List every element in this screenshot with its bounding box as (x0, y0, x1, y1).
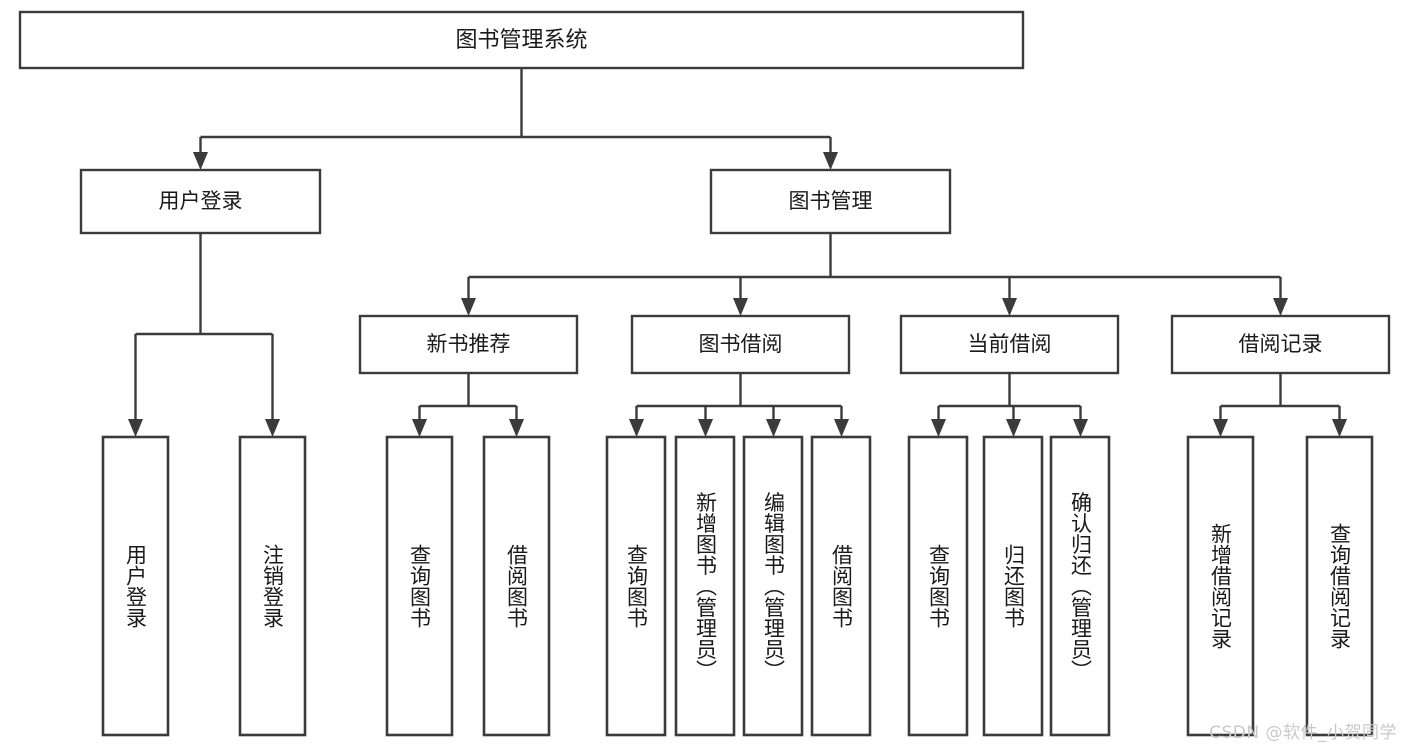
node-book-borrow-label: 图书借阅 (699, 332, 783, 356)
arrow-to-leaf-query-book-1-icon (412, 419, 427, 437)
leaf-add-record-box[interactable] (1186, 435, 1255, 737)
leaf-node-confirm-return[interactable]: 确认归还（管理员） (1049, 435, 1111, 737)
arrow-to-leaf-query-book-3-icon (931, 419, 946, 437)
leaf-query-book-1-label: 查询图书 (408, 544, 432, 628)
arrow-to-leaf-return-book-icon (1006, 419, 1021, 437)
leaf-user-login-label: 用户登录 (124, 544, 148, 628)
leaf-return-book-box[interactable] (982, 435, 1044, 737)
leaf-query-book-3-box[interactable] (907, 435, 969, 737)
leaf-node-borrow-book-2[interactable]: 借阅图书 (810, 435, 872, 737)
node-root-box[interactable] (18, 10, 1025, 70)
leaf-query-book-3-label: 查询图书 (927, 544, 951, 628)
node-book-manage-box[interactable] (709, 168, 952, 235)
arrow-root-to-user-login-icon (193, 152, 208, 170)
leaf-node-query-book-3[interactable]: 查询图书 (907, 435, 969, 737)
node-current-borrow-label: 当前借阅 (968, 332, 1052, 356)
leaf-user-logout-box[interactable] (238, 435, 307, 737)
leaf-borrow-book-2-box[interactable] (810, 435, 872, 737)
leaf-add-record-label: 新增借阅记录 (1209, 523, 1233, 649)
node-user-login[interactable]: 用户登录 (79, 168, 322, 235)
node-root-label: 图书管理系统 (455, 28, 587, 53)
leaf-query-book-2-label: 查询图书 (625, 544, 649, 628)
arrow-to-leaf-query-record-icon (1332, 419, 1347, 437)
node-user-login-label: 用户登录 (159, 189, 243, 213)
arrow-to-current-borrow-icon (1002, 298, 1017, 316)
arrow-to-leaf-confirm-return-icon (1073, 419, 1088, 437)
arrow-to-leaf-user-logout-icon (265, 419, 280, 437)
leaf-return-book-label: 归还图书 (1002, 544, 1026, 628)
leaf-edit-book-box[interactable] (742, 435, 804, 737)
leaf-node-edit-book[interactable]: 编辑图书（管理员） (742, 435, 804, 737)
node-book-borrow-box[interactable] (630, 314, 851, 375)
node-new-book-recommend[interactable]: 新书推荐 (358, 314, 579, 375)
leaf-edit-book-label: 编辑图书（管理员） (762, 492, 786, 681)
node-book-manage[interactable]: 图书管理 (709, 168, 952, 235)
leaf-user-login-box[interactable] (101, 435, 170, 737)
leaf-borrow-book-1-box[interactable] (482, 435, 551, 737)
arrow-to-leaf-add-book-icon (698, 419, 713, 437)
node-new-book-recommend-label: 新书推荐 (427, 332, 511, 356)
arrow-to-new-book-recommend-icon (461, 298, 476, 316)
node-user-login-box[interactable] (79, 168, 322, 235)
node-new-book-recommend-box[interactable] (358, 314, 579, 375)
leaf-query-book-1-box[interactable] (385, 435, 454, 737)
node-borrow-record[interactable]: 借阅记录 (1170, 314, 1391, 375)
leaf-node-query-book-1[interactable]: 查询图书 (385, 435, 454, 737)
arrow-to-leaf-borrow-book-1-icon (509, 419, 524, 437)
leaf-confirm-return-box[interactable] (1049, 435, 1111, 737)
arrow-to-leaf-user-login-icon (128, 419, 143, 437)
leaf-query-book-2-box[interactable] (605, 435, 667, 737)
arrow-to-leaf-borrow-book-2-icon (834, 419, 849, 437)
leaf-query-record-box[interactable] (1305, 435, 1374, 737)
leaf-node-user-logout[interactable]: 注销登录 (238, 435, 307, 737)
leaf-add-book-label: 新增图书（管理员） (694, 492, 718, 681)
leaf-node-return-book[interactable]: 归还图书 (982, 435, 1044, 737)
node-borrow-record-box[interactable] (1170, 314, 1391, 375)
arrow-to-book-borrow-icon (733, 298, 748, 316)
leaf-borrow-book-2-label: 借阅图书 (830, 544, 854, 628)
arrow-to-borrow-record-icon (1273, 298, 1288, 316)
node-book-manage-label: 图书管理 (789, 189, 873, 213)
leaf-node-add-record[interactable]: 新增借阅记录 (1186, 435, 1255, 737)
leaf-node-borrow-book-1[interactable]: 借阅图书 (482, 435, 551, 737)
arrow-to-leaf-query-book-2-icon (629, 419, 644, 437)
node-current-borrow-box[interactable] (899, 314, 1120, 375)
arrow-root-to-book-manage-icon (823, 152, 838, 170)
leaf-confirm-return-label: 确认归还（管理员） (1069, 492, 1093, 681)
leaf-add-book-box[interactable] (674, 435, 736, 737)
connector-layer (128, 68, 1347, 437)
leaf-node-add-book[interactable]: 新增图书（管理员） (674, 435, 736, 737)
arrow-to-leaf-edit-book-icon (766, 419, 781, 437)
leaf-borrow-book-1-label: 借阅图书 (505, 544, 529, 628)
node-borrow-record-label: 借阅记录 (1239, 332, 1323, 356)
arrow-to-leaf-add-record-icon (1213, 419, 1228, 437)
leaf-node-user-login[interactable]: 用户登录 (101, 435, 170, 737)
leaf-user-logout-label: 注销登录 (261, 544, 285, 628)
node-current-borrow[interactable]: 当前借阅 (899, 314, 1120, 375)
leaf-node-query-book-2[interactable]: 查询图书 (605, 435, 667, 737)
node-book-borrow[interactable]: 图书借阅 (630, 314, 851, 375)
leaf-node-query-record[interactable]: 查询借阅记录 (1305, 435, 1374, 737)
csdn-watermark: CSDN @软件_小贺同学 (1209, 723, 1397, 743)
leaf-query-record-label: 查询借阅记录 (1328, 523, 1352, 649)
node-root[interactable]: 图书管理系统 (18, 10, 1025, 70)
